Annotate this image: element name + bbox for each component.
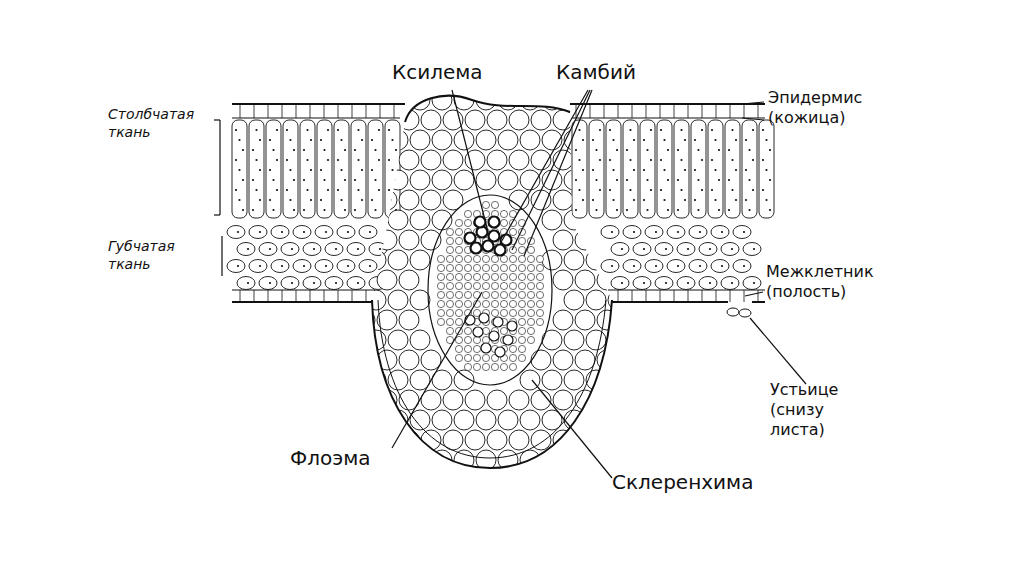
part-label: Губчатая ткань bbox=[108, 238, 200, 273]
part-label: Межклетник (полость) bbox=[766, 262, 906, 302]
midrib-bulge bbox=[372, 300, 612, 468]
part-label: Склеренхима bbox=[612, 470, 753, 495]
part-label: Столбчатая ткань bbox=[108, 106, 208, 141]
leader-lines bbox=[214, 90, 806, 478]
part-label: Флоэма bbox=[290, 446, 371, 471]
midrib-top bbox=[405, 96, 570, 122]
stoma-cell bbox=[727, 308, 739, 316]
part-label: Устьице (снизу листа) bbox=[770, 380, 854, 440]
vascular-bundle bbox=[437, 201, 543, 370]
part-label: Камбий bbox=[556, 60, 636, 85]
palisade-cells bbox=[232, 120, 774, 218]
midrib-cells bbox=[355, 90, 628, 470]
epidermis bbox=[232, 104, 765, 302]
part-label: Эпидермис (кожица) bbox=[768, 88, 898, 128]
bundle-sheath bbox=[428, 195, 552, 385]
part-label: Ксилема bbox=[392, 60, 483, 85]
spongy-cells bbox=[227, 226, 761, 290]
stoma-cell bbox=[739, 309, 751, 317]
midrib-epidermis bbox=[378, 300, 606, 458]
